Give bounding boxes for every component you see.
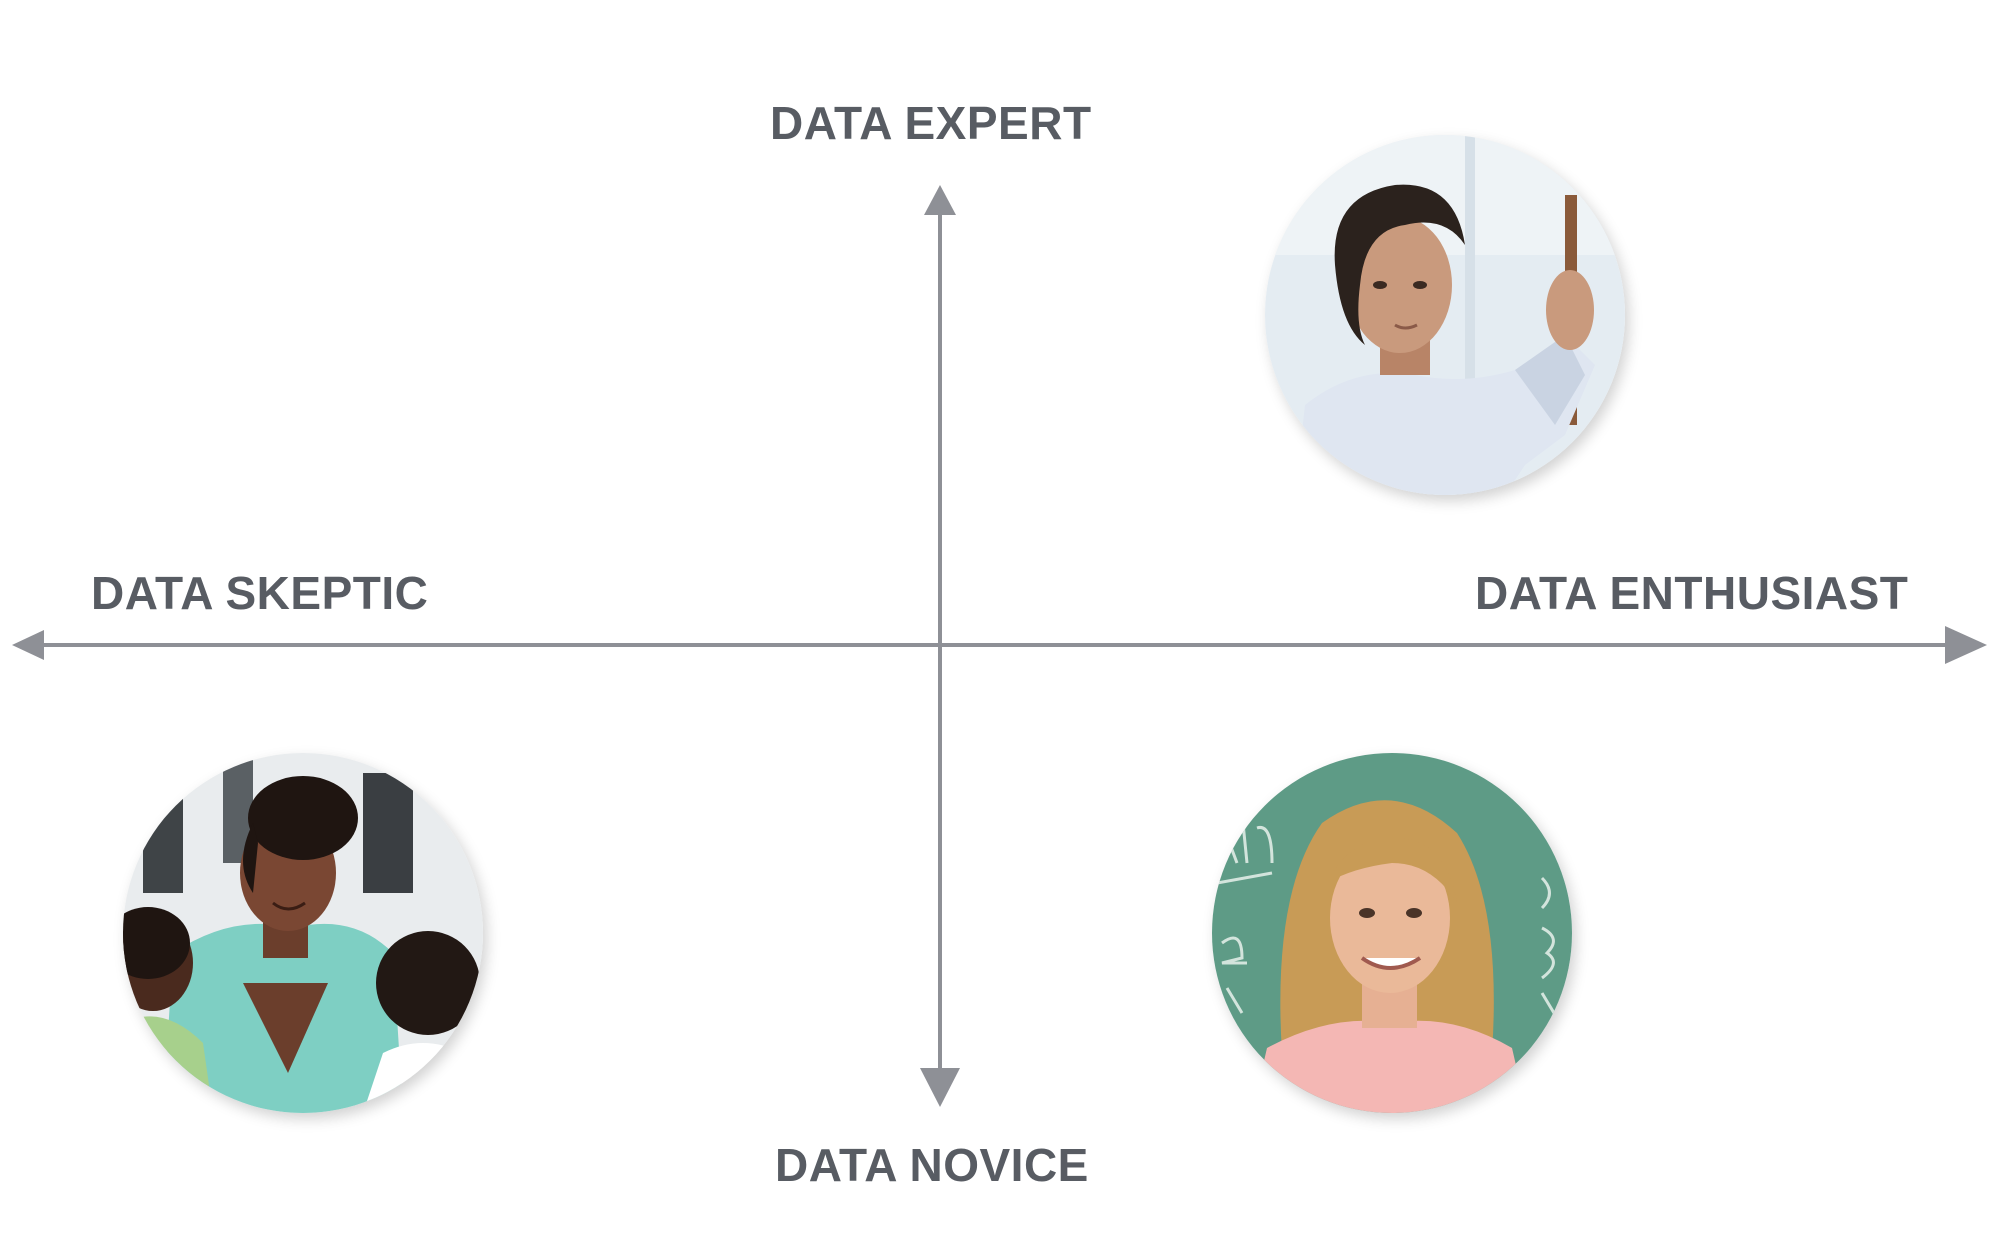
persona-photo-man-at-whiteboard	[1265, 135, 1625, 495]
bottom-arrowhead	[920, 1068, 960, 1107]
left-arrowhead	[12, 630, 44, 660]
label-data-expert: DATA EXPERT	[770, 97, 1092, 149]
persona-photo-woman-with-children	[123, 753, 483, 1113]
persona-photo-woman-at-chalkboard	[1212, 753, 1572, 1113]
right-arrowhead	[1945, 626, 1987, 664]
top-arrowhead	[924, 185, 956, 215]
label-data-novice: DATA NOVICE	[775, 1139, 1089, 1191]
label-data-enthusiast: DATA ENTHUSIAST	[1475, 567, 1909, 619]
label-data-skeptic: DATA SKEPTIC	[91, 567, 429, 619]
